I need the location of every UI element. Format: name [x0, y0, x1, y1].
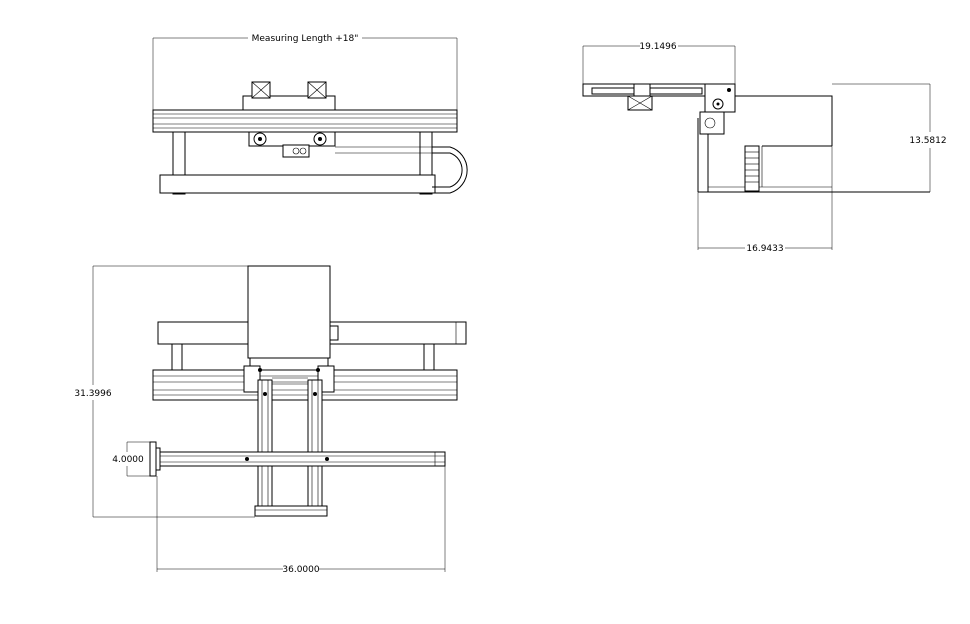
top-dim-width: 36.0000 — [282, 565, 319, 575]
top-upper-rail-left — [157, 321, 249, 345]
front-dim-label: Measuring Length +18" — [252, 34, 359, 44]
side-dim-depth: 16.9433 — [746, 244, 783, 254]
front-cable-tube — [159, 174, 436, 194]
side-dim-width: 19.1496 — [639, 42, 676, 52]
side-view: 19.1496 13.5812 — [582, 42, 947, 254]
top-main-rail — [152, 369, 458, 401]
top-end-plate — [149, 441, 157, 477]
side-dim-height: 13.5812 — [909, 136, 946, 146]
side-drag-chain — [744, 145, 760, 192]
front-motor — [282, 144, 310, 158]
top-dim-height: 31.3996 — [74, 389, 111, 399]
side-motor-mount — [699, 111, 725, 135]
top-view: 31.3996 — [74, 265, 467, 575]
top-upper-rail-right — [329, 321, 467, 345]
front-rail — [152, 109, 458, 133]
top-upright-left — [257, 379, 273, 509]
front-view: Measuring Length +18" — [152, 34, 468, 195]
top-carriage-cap — [249, 357, 329, 371]
top-bottom-foot — [254, 505, 328, 517]
top-upper-box — [247, 265, 331, 359]
top-dim-offset: 4.0000 — [112, 455, 144, 465]
top-lower-rail — [152, 451, 446, 467]
top-upright-right — [307, 379, 323, 509]
front-cable-loop — [432, 146, 468, 194]
side-housing — [735, 95, 833, 146]
